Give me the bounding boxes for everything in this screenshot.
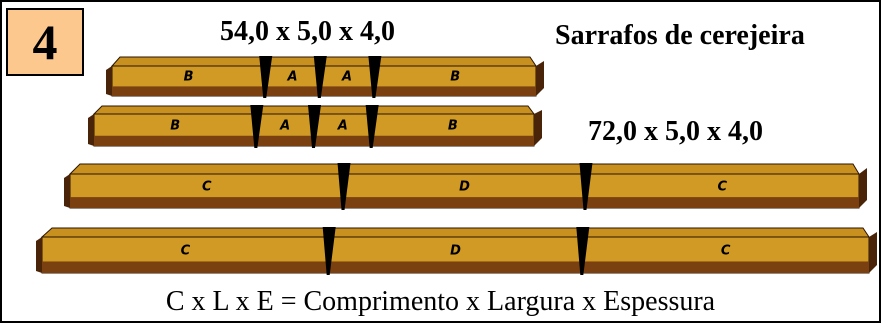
segment-label: C	[181, 243, 191, 258]
segment-label: B	[448, 118, 458, 133]
cut-mark	[308, 105, 321, 148]
cut-mark	[313, 56, 327, 98]
segment-label: B	[170, 118, 180, 133]
segment-label: A	[341, 69, 352, 84]
cut-mark	[368, 56, 382, 98]
cut-mark	[337, 163, 351, 210]
plank-right-end	[534, 110, 542, 146]
plank-bottom-shadow	[112, 86, 536, 96]
cut-mark	[259, 56, 273, 98]
segment-label: A	[337, 118, 348, 133]
segment-label: A	[286, 69, 297, 84]
plank-bottom-shadow	[42, 261, 869, 273]
dimension-legend: C x L x E = Comprimento x Largura x Espe…	[165, 286, 716, 317]
plank-right-end	[869, 232, 877, 273]
cut-mark	[250, 105, 264, 148]
cut-mark	[579, 163, 593, 210]
plank-right-end	[859, 168, 867, 208]
step-number-badge: 4	[6, 8, 84, 76]
segment-label: C	[717, 179, 727, 194]
plank-left-end	[64, 174, 70, 208]
diagram-title: Sarrafos de cerejeira	[555, 20, 805, 51]
segment-label: C	[202, 179, 212, 194]
plank-right-end	[536, 61, 544, 96]
segment-label: B	[450, 69, 460, 84]
cut-mark	[322, 227, 336, 275]
dimensions-label-72: 72,0 x 5,0 x 4,0	[588, 116, 763, 147]
plank-top-surface	[68, 163, 860, 175]
plank-left-end	[36, 237, 42, 273]
segment-label: A	[279, 118, 290, 133]
cut-mark	[365, 105, 379, 148]
segment-label: D	[459, 179, 470, 194]
plank-top-surface	[40, 227, 870, 238]
plank-left-end	[88, 114, 94, 146]
plank-left-end	[106, 66, 112, 96]
dimensions-label-54: 54,0 x 5,0 x 4,0	[220, 16, 395, 47]
cut-mark	[576, 227, 590, 275]
segment-label: B	[184, 69, 194, 84]
plank-bottom-shadow	[70, 197, 859, 208]
segment-label: D	[450, 243, 461, 258]
segment-label: C	[721, 243, 731, 258]
